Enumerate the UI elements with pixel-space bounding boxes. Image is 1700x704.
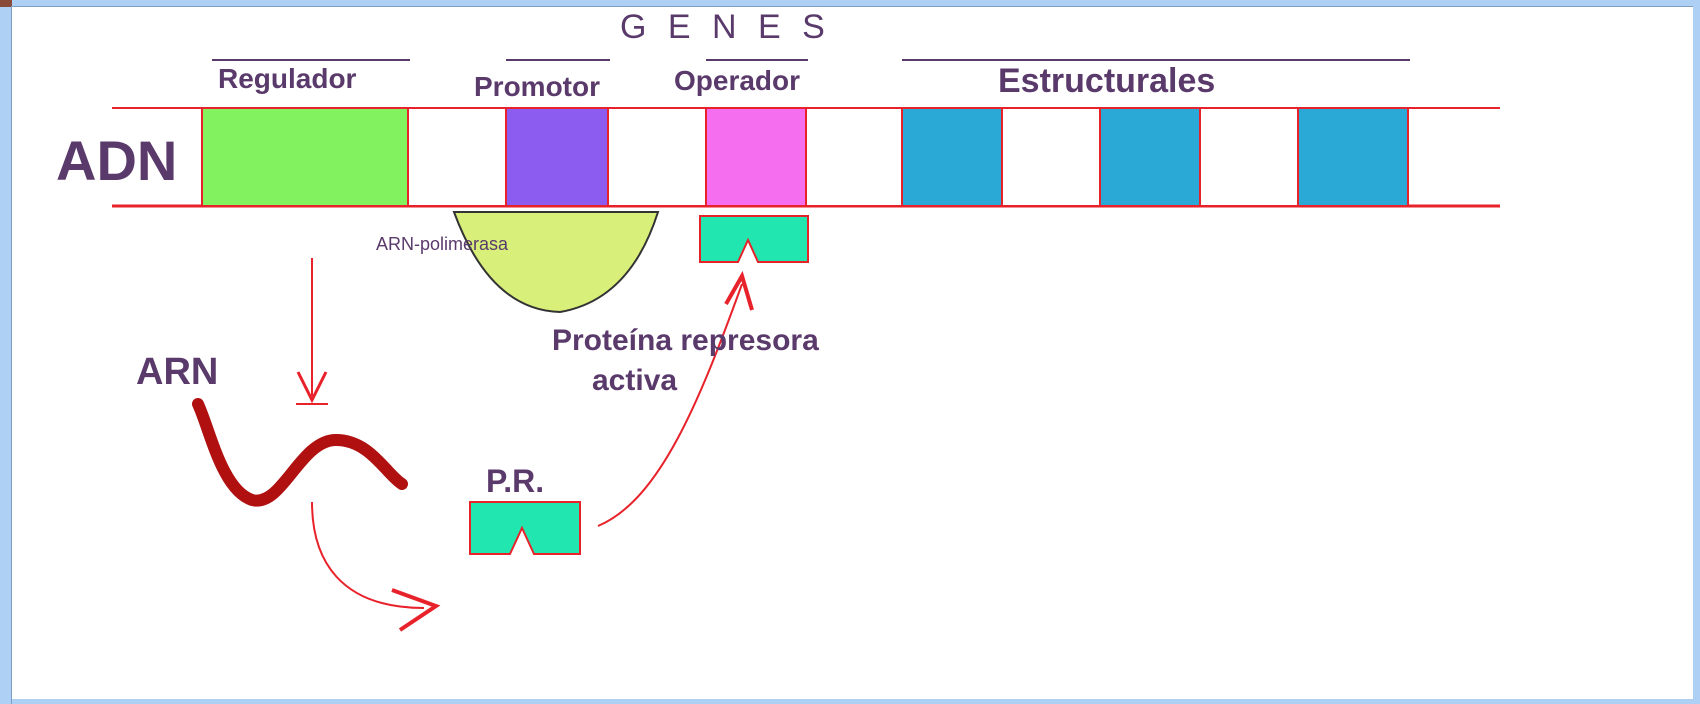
spacer-block (806, 108, 902, 206)
spacer-block (608, 108, 706, 206)
pr-label: P.R. (486, 463, 544, 499)
adn-label: ADN (56, 129, 177, 192)
regulador-gene-block (202, 108, 408, 206)
estructural-gene-block-3 (1298, 108, 1408, 206)
spacer-block (1200, 108, 1298, 206)
promotor-label: Promotor (474, 71, 600, 102)
proteina-represora-label-line1: Proteína represora (552, 324, 819, 357)
operador-gene-block (706, 108, 806, 206)
estructurales-label: Estructurales (998, 62, 1215, 100)
estructural-gene-block-2 (1100, 108, 1200, 206)
arn-polimerasa-label: ARN-polimerasa (376, 234, 509, 254)
translation-arrow-curve (312, 502, 424, 608)
estructural-gene-block-1 (902, 108, 1002, 206)
spacer-block (408, 108, 506, 206)
arn-polimerasa-shape (454, 212, 658, 312)
arn-strand (198, 404, 402, 501)
regulador-label: Regulador (218, 63, 357, 94)
operador-label: Operador (674, 65, 800, 96)
repressor-bound-operator (700, 216, 808, 262)
spacer-block (1002, 108, 1100, 206)
repressor-binding-arrow (598, 284, 742, 526)
genes-title: G E N E S (620, 8, 831, 46)
promotor-gene-block (506, 108, 608, 206)
arn-label: ARN (136, 351, 218, 393)
repressor-protein-free (470, 502, 580, 554)
translation-arrow-head (392, 590, 436, 630)
proteina-represora-label-line2: activa (592, 364, 677, 397)
